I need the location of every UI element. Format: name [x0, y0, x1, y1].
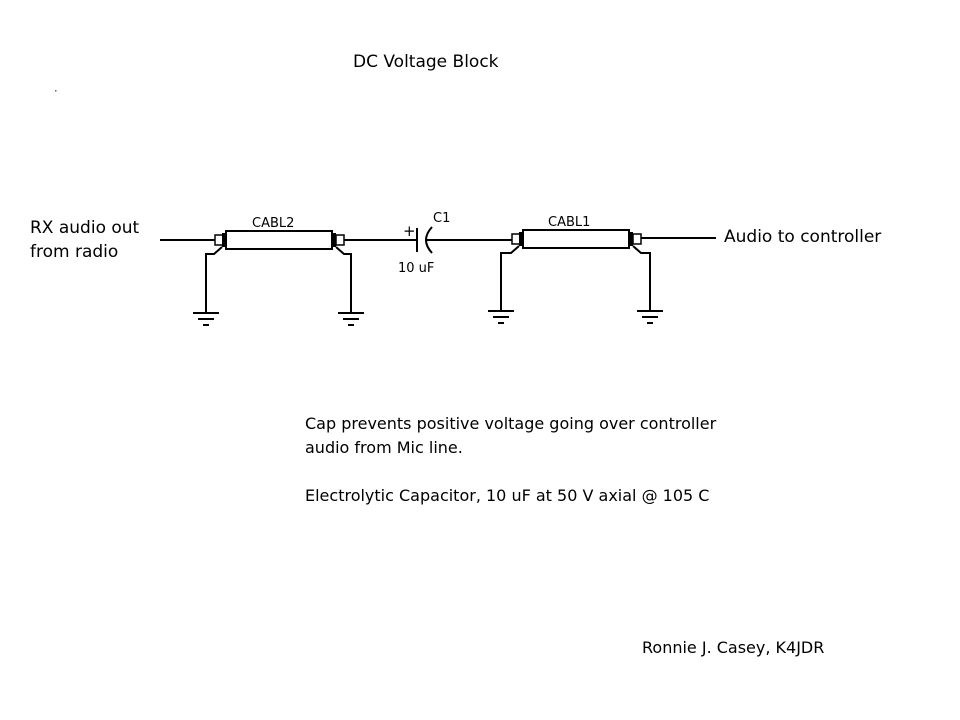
cable2-label: CABL2 — [252, 216, 294, 231]
input-label-line1: RX audio out — [30, 218, 140, 238]
note-line3: Electrolytic Capacitor, 10 uF at 50 V ax… — [305, 486, 710, 505]
cable2-right-shield-wire — [335, 246, 352, 312]
cable2: CABL2 — [205, 216, 352, 312]
cable1: CABL1 — [500, 215, 651, 310]
cable1-label: CABL1 — [548, 215, 590, 230]
author-credit: Ronnie J. Casey, K4JDR — [642, 638, 825, 657]
note-line1: Cap prevents positive voltage going over… — [305, 414, 717, 433]
cable1-left-ferrule — [519, 232, 524, 246]
cable2-left-plug — [214, 234, 224, 246]
cable1-left-plug — [511, 233, 521, 245]
note-line2: audio from Mic line. — [305, 438, 463, 457]
ground-icon — [488, 310, 514, 324]
cable2-right-ferrule — [331, 233, 336, 247]
cable1-right-ferrule — [628, 232, 633, 246]
input-label-line2: from radio — [30, 242, 119, 262]
ground-icon — [193, 312, 219, 326]
cable1-right-shield-wire — [632, 245, 651, 310]
capacitor-c1: + C1 10 uF — [398, 211, 450, 276]
cable1-body — [522, 229, 630, 249]
scan-artifact — [55, 90, 57, 92]
c1-value-label: 10 uF — [398, 261, 434, 276]
c1-ref-label: C1 — [433, 211, 450, 226]
cable2-left-shield-wire — [205, 246, 223, 312]
c1-polarity-mark: + — [403, 222, 416, 240]
cable2-right-plug — [335, 234, 345, 246]
cable1-left-shield-wire — [500, 245, 520, 310]
cable2-body — [225, 230, 333, 250]
cable1-right-plug — [632, 233, 642, 245]
ground-icon — [637, 310, 663, 324]
cable2-left-ferrule — [222, 233, 227, 247]
diagram-title: DC Voltage Block — [353, 52, 499, 72]
ground-icon — [338, 312, 364, 326]
output-label: Audio to controller — [724, 227, 882, 247]
